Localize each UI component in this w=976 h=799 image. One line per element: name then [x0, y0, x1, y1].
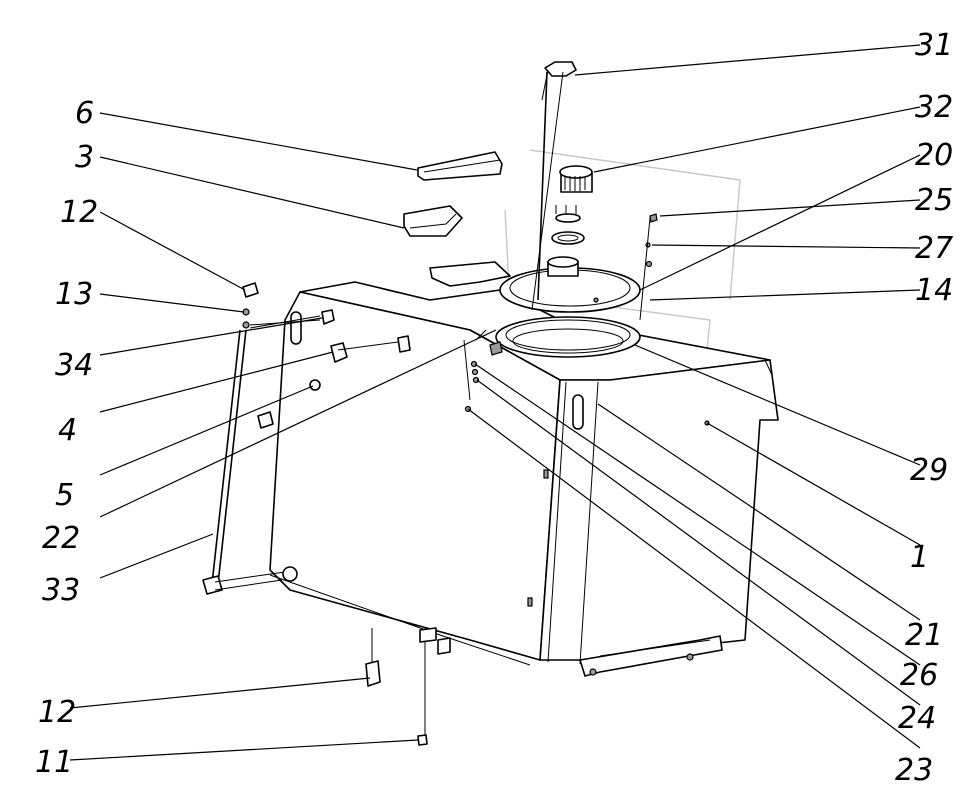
filler-flange [495, 205, 641, 358]
callout-6: 6 [75, 96, 94, 131]
top-channel [429, 261, 511, 287]
callout-22: 22 [42, 521, 80, 556]
bottom-fittings [365, 627, 451, 746]
side-fittings [242, 282, 503, 429]
callout-20: 20 [915, 138, 953, 173]
filler-cap [559, 165, 593, 193]
bracket-3 [403, 205, 463, 237]
callout-labels: 31 32 20 25 27 14 6 3 12 13 34 4 5 22 33… [35, 28, 953, 788]
callout-33: 33 [42, 573, 80, 608]
callout-24: 24 [898, 701, 936, 736]
callout-21: 21 [905, 618, 943, 653]
callout-14: 14 [915, 273, 953, 308]
callout-1: 1 [910, 540, 929, 575]
callout-4: 4 [58, 413, 77, 448]
callout-27: 27 [915, 231, 953, 266]
callout-12-top: 12 [60, 195, 98, 230]
small-fasteners [639, 213, 658, 321]
callout-29: 29 [910, 453, 948, 488]
callout-25: 25 [915, 183, 953, 218]
callout-13: 13 [55, 277, 93, 312]
callout-3: 3 [75, 140, 94, 175]
callout-32: 32 [915, 90, 953, 125]
callout-11: 11 [35, 745, 73, 780]
callout-34: 34 [55, 348, 93, 383]
bracket-6 [417, 151, 503, 181]
callout-31: 31 [915, 28, 953, 63]
level-gauge-rod [531, 61, 577, 311]
callout-23: 23 [895, 753, 933, 788]
callout-5: 5 [55, 478, 74, 513]
callout-12-bottom: 12 [38, 695, 76, 730]
leader-lines [69, 44, 921, 761]
callout-26: 26 [900, 658, 938, 693]
